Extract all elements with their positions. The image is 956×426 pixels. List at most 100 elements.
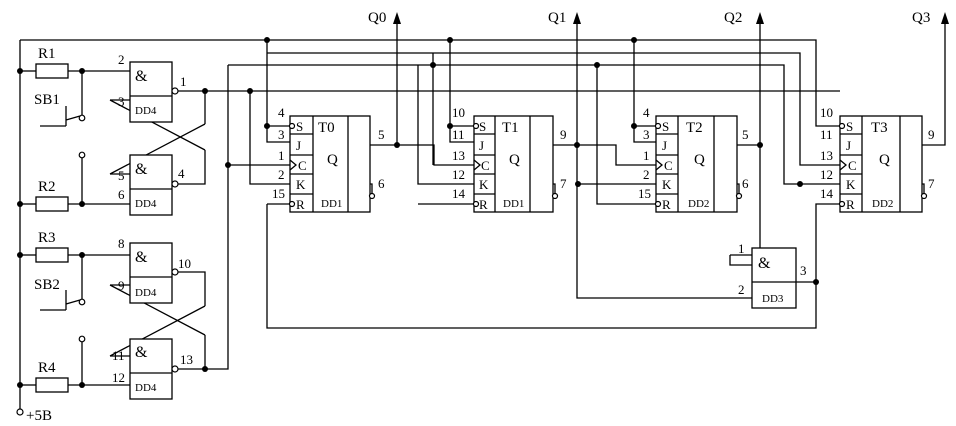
gate-dd4-4: & DD4 11 12 13: [112, 338, 193, 400]
dd3-symbol: &: [758, 255, 771, 272]
switch-sb1: SB1: [34, 92, 86, 159]
t3-pin-qn: 7: [928, 176, 935, 191]
t3-chip: DD2: [872, 198, 893, 210]
t3-q: Q: [879, 152, 890, 168]
r2-label: R2: [38, 179, 56, 195]
t3-name: T3: [871, 120, 888, 136]
gate3-chip: DD4: [135, 287, 157, 299]
wires: [19, 20, 946, 412]
gate1-pin-b: 3: [118, 94, 125, 109]
t0-pin-r: 15: [272, 186, 285, 201]
output-arrows: [393, 12, 949, 24]
q2-label: Q2: [724, 10, 742, 26]
resistor-r3: R3: [35, 230, 69, 263]
t2-pin-c: 1: [643, 148, 650, 163]
t3-r: R: [846, 197, 855, 212]
sb1-label: SB1: [34, 92, 60, 108]
gate2-chip: DD4: [135, 198, 157, 210]
t0-name: T0: [318, 120, 335, 136]
t3-s: S: [846, 119, 853, 134]
t3-j: J: [846, 138, 851, 153]
junctions: [17, 37, 819, 388]
t0-pin-s: 4: [278, 105, 285, 120]
gate-dd3: & DD3 1 2 3: [738, 241, 807, 309]
sb2-label: SB2: [34, 277, 60, 293]
flipflop-t0: S J C K R T0 Q DD1 4 3 1 2 15 5 6: [272, 105, 385, 213]
gate3-pin-out: 10: [178, 256, 191, 271]
switch-sb2: SB2: [34, 277, 86, 343]
t0-k: K: [296, 177, 306, 192]
t2-s: S: [662, 119, 669, 134]
t2-pin-s: 4: [643, 105, 650, 120]
t0-s: S: [296, 119, 303, 134]
gate1-symbol: &: [135, 68, 148, 85]
t2-k: K: [662, 177, 672, 192]
gate2-symbol: &: [135, 161, 148, 178]
t3-pin-j: 11: [820, 127, 833, 142]
t1-c: C: [481, 158, 490, 173]
t3-pin-c: 13: [820, 148, 833, 163]
t0-q: Q: [327, 152, 338, 168]
flipflop-t3: S J C K R T3 Q DD2 10 11 13 12 14 9 7: [820, 105, 935, 213]
flipflop-t1: S J C K R T1 Q DD1 10 11 13 12 14 9 7: [452, 105, 567, 213]
t3-c: C: [848, 158, 857, 173]
gate4-symbol: &: [135, 344, 148, 361]
t3-k: K: [846, 177, 856, 192]
resistor-r4: R4: [35, 360, 69, 393]
t1-q: Q: [509, 152, 520, 168]
t2-c: C: [664, 158, 673, 173]
t0-chip: DD1: [321, 198, 342, 210]
t0-pin-k: 2: [278, 167, 285, 182]
gate-dd4-3: & DD4 8 9 10: [118, 236, 191, 304]
gate4-pin-b: 12: [112, 370, 125, 385]
q3-label: Q3: [912, 10, 930, 26]
gate4-pin-a: 11: [112, 348, 125, 363]
t0-r: R: [296, 197, 305, 212]
r1-label: R1: [38, 46, 56, 62]
t3-pin-k: 12: [820, 167, 833, 182]
resistor-r2: R2: [35, 179, 69, 212]
t0-pin-j: 3: [278, 127, 285, 142]
t2-pin-qn: 6: [742, 176, 749, 191]
t2-q: Q: [694, 152, 705, 168]
flipflop-t2: S J C K R T2 Q DD2 4 3 1 2 15 5 6: [638, 105, 749, 213]
t1-pin-j: 11: [452, 127, 465, 142]
t3-pin-s: 10: [820, 105, 833, 120]
t0-c: C: [298, 158, 307, 173]
gate2-pin-out: 4: [178, 166, 185, 181]
t1-pin-qn: 7: [560, 176, 567, 191]
t2-r: R: [662, 197, 671, 212]
t1-pin-k: 12: [452, 167, 465, 182]
gate4-pin-out: 13: [180, 352, 193, 367]
resistor-r1: R1: [35, 46, 69, 79]
t3-pin-q: 9: [928, 127, 935, 142]
gate-dd4-2: & DD4 5 6 4: [118, 154, 185, 216]
t0-j: J: [296, 138, 301, 153]
t0-pin-c: 1: [278, 148, 285, 163]
r4-label: R4: [38, 360, 56, 376]
gate3-pin-b: 9: [118, 278, 125, 293]
t3-pin-r: 14: [820, 186, 834, 201]
t1-k: K: [479, 177, 489, 192]
gate1-pin-out: 1: [180, 74, 187, 89]
dd3-pin-a: 1: [738, 241, 745, 256]
t2-pin-k: 2: [643, 167, 650, 182]
dd3-pin-out: 3: [800, 263, 807, 278]
gate2-pin-b: 6: [118, 187, 125, 202]
output-labels: Q0 Q1 Q2 Q3: [368, 10, 930, 26]
gate4-chip: DD4: [135, 382, 157, 394]
t1-r: R: [479, 197, 488, 212]
t1-j: J: [479, 138, 484, 153]
gate1-chip: DD4: [135, 105, 157, 117]
t1-pin-c: 13: [452, 148, 465, 163]
t1-chip: DD1: [503, 198, 524, 210]
gate1-pin-a: 2: [118, 52, 125, 67]
supply-terminal: +5B: [16, 408, 52, 424]
q1-label: Q1: [548, 10, 566, 26]
t0-pin-q: 5: [378, 127, 385, 142]
dd3-pin-b: 2: [738, 282, 745, 297]
t2-pin-q: 5: [742, 127, 749, 142]
dd3-chip: DD3: [762, 293, 784, 305]
t1-s: S: [479, 119, 486, 134]
